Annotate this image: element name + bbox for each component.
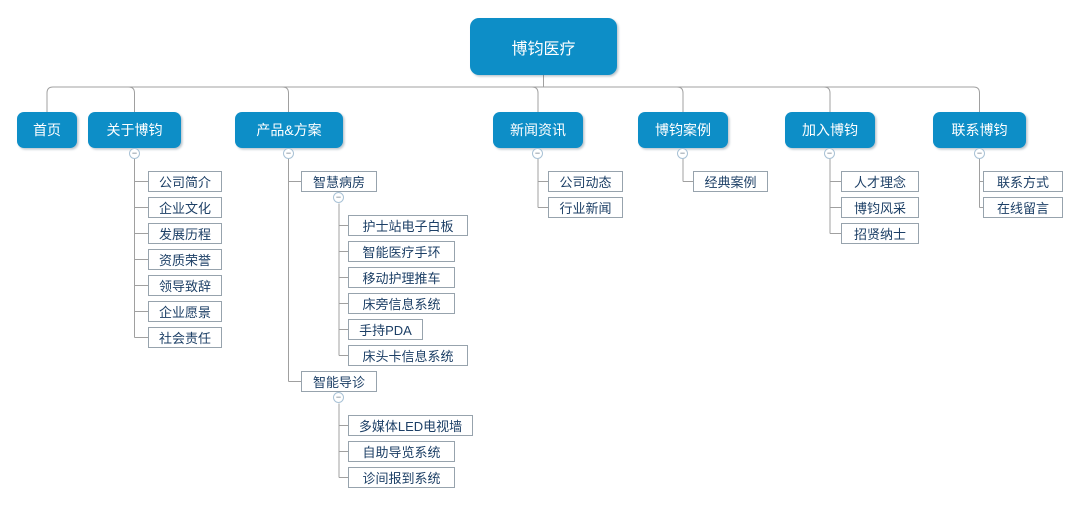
tree-leaf[interactable]: 智能医疗手环 (348, 241, 455, 262)
branch-node-smart-ward[interactable]: 智慧病房 (301, 171, 377, 192)
collapse-toggle-products[interactable]: − (283, 148, 294, 159)
collapse-toggle-news[interactable]: − (532, 148, 543, 159)
tree-leaf[interactable]: 联系方式 (983, 171, 1063, 192)
tree-leaf[interactable]: 公司动态 (548, 171, 623, 192)
tree-leaf[interactable]: 床旁信息系统 (348, 293, 455, 314)
tree-leaf[interactable]: 社会责任 (148, 327, 222, 348)
nav-node-products[interactable]: 产品&方案 (235, 112, 343, 148)
nav-node-cases[interactable]: 博钧案例 (638, 112, 728, 148)
tree-leaf[interactable]: 移动护理推车 (348, 267, 455, 288)
tree-leaf[interactable]: 发展历程 (148, 223, 222, 244)
tree-leaf[interactable]: 经典案例 (693, 171, 768, 192)
collapse-toggle-smart-ward[interactable]: − (333, 192, 344, 203)
tree-leaf[interactable]: 床头卡信息系统 (348, 345, 468, 366)
tree-leaf[interactable]: 企业文化 (148, 197, 222, 218)
nav-node-contact[interactable]: 联系博钧 (933, 112, 1026, 148)
collapse-toggle-smart-guide[interactable]: − (333, 392, 344, 403)
tree-leaf[interactable]: 诊间报到系统 (348, 467, 455, 488)
tree-leaf[interactable]: 护士站电子白板 (348, 215, 468, 236)
nav-node-about[interactable]: 关于博钧 (88, 112, 181, 148)
tree-leaf[interactable]: 公司简介 (148, 171, 222, 192)
tree-leaf[interactable]: 资质荣誉 (148, 249, 222, 270)
tree-leaf[interactable]: 行业新闻 (548, 197, 623, 218)
tree-leaf[interactable]: 在线留言 (983, 197, 1063, 218)
tree-leaf[interactable]: 企业愿景 (148, 301, 222, 322)
nav-node-news[interactable]: 新闻资讯 (493, 112, 583, 148)
nav-node-home[interactable]: 首页 (17, 112, 77, 148)
tree-leaf[interactable]: 多媒体LED电视墙 (348, 415, 473, 436)
collapse-toggle-about[interactable]: − (129, 148, 140, 159)
tree-leaf[interactable]: 博钧风采 (841, 197, 919, 218)
tree-leaf[interactable]: 领导致辞 (148, 275, 222, 296)
tree-leaf[interactable]: 人才理念 (841, 171, 919, 192)
tree-leaf[interactable]: 招贤纳士 (841, 223, 919, 244)
tree-leaf[interactable]: 自助导览系统 (348, 441, 455, 462)
tree-leaf[interactable]: 手持PDA (348, 319, 423, 340)
root-node[interactable]: 博钧医疗 (470, 18, 617, 75)
collapse-toggle-join[interactable]: − (824, 148, 835, 159)
collapse-toggle-cases[interactable]: − (677, 148, 688, 159)
nav-node-join[interactable]: 加入博钧 (785, 112, 875, 148)
branch-node-smart-guide[interactable]: 智能导诊 (301, 371, 377, 392)
collapse-toggle-contact[interactable]: − (974, 148, 985, 159)
